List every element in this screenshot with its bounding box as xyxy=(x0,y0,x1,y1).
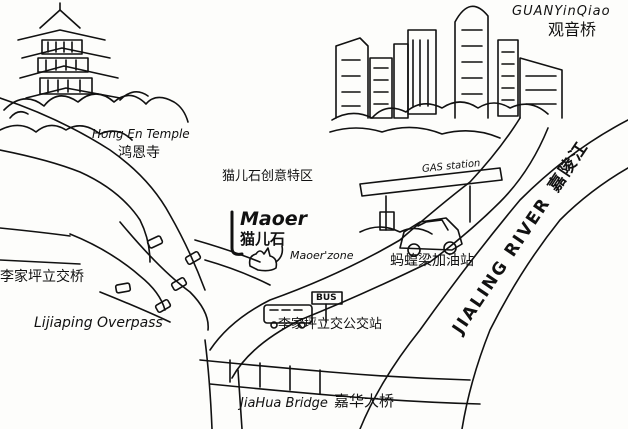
maoer-zone-label-en: Maoer'zone xyxy=(290,249,354,262)
lijiaping-overpass-label-zh: 李家坪立交桥 xyxy=(0,269,84,285)
guanyinqiao-skyline-drawing xyxy=(329,5,563,139)
car-drawing xyxy=(399,217,463,257)
lijiaping-overpass-label-en: Lijiaping Overpass xyxy=(34,315,163,331)
bus-drawing xyxy=(263,291,343,329)
maoer-logo-drawing xyxy=(230,210,284,272)
hong-en-temple-drawing xyxy=(0,2,189,141)
hong-en-temple-label-en: Hong En Temple xyxy=(92,127,190,141)
guanyinqiao-label-zh: 观音桥 xyxy=(548,20,597,39)
jialing-river-drawing xyxy=(359,119,628,429)
guanyinqiao-label-en: GUANYinQiao xyxy=(512,4,611,19)
bus-sign: BUS xyxy=(316,293,337,303)
maoer-logo-en: Maoer xyxy=(240,208,308,230)
hong-en-temple-label-zh: 鸿恩寺 xyxy=(118,145,160,161)
maoer-zone-label-zh: 猫儿石创意特区 xyxy=(222,169,314,184)
bus-stop-label-zh: 李家坪立交公交站 xyxy=(278,317,383,332)
maoer-logo-zh: 猫儿石 xyxy=(240,230,286,248)
jiahua-bridge-label-en: JiaHua Bridge xyxy=(240,396,328,411)
jiahua-bridge-drawing xyxy=(199,339,481,429)
gas-station-label-zh: 蚂蝗梁加油站 xyxy=(390,253,474,269)
overpass-cars-drawing xyxy=(114,235,202,314)
jiahua-bridge-label-zh: 嘉华大桥 xyxy=(334,392,395,410)
gas-station-drawing xyxy=(359,167,503,235)
road-network-drawing xyxy=(0,97,549,379)
